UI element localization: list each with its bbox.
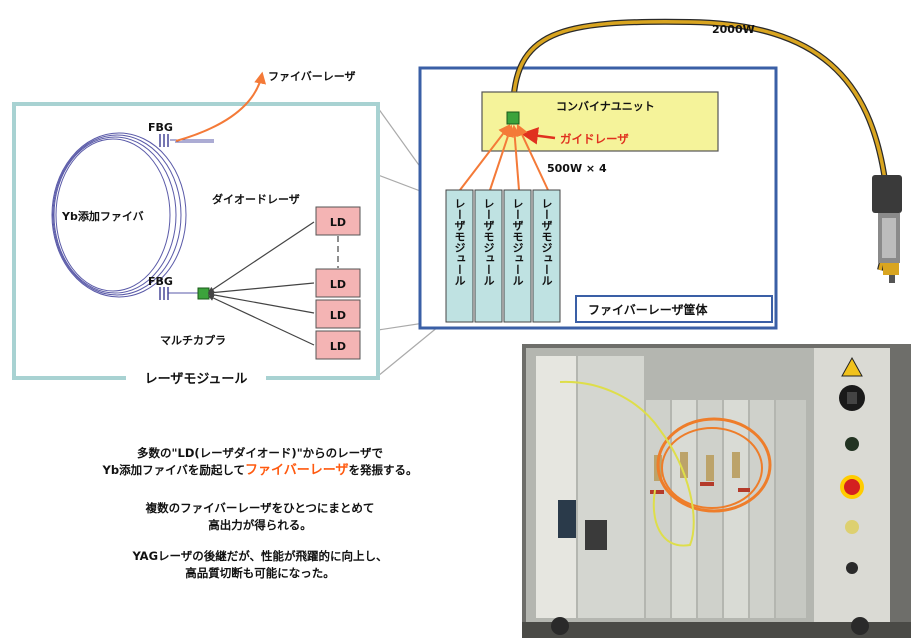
fbg-top-label: FBG: [148, 121, 173, 134]
fbg-bottom-mark: [159, 287, 169, 300]
yb-fiber-label: Yb添加ファイバ: [61, 209, 144, 223]
enclosure-title-tag: [575, 295, 773, 323]
fbg-top-mark: [159, 134, 169, 147]
description-line-3: 複数のファイバーレーザをひとつにまとめて: [145, 501, 375, 515]
description-block-3: YAGレーザの後継だが、性能が飛躍的に向上し、 高品質切断も可能になった。: [40, 548, 480, 582]
fbg-bottom-label: FBG: [148, 275, 173, 288]
svg-text:レーザモジュール: レーザモジュール: [540, 198, 553, 286]
laser-module-title: レーザモジュール: [145, 372, 248, 387]
equipment-photo: [522, 344, 911, 638]
svg-text:LD: LD: [330, 216, 346, 229]
description-block-1: 多数の"LD(レーザダイオード)"からのレーザで Yb添加ファイバを励起してファ…: [40, 445, 480, 479]
module-column-1: レーザモジュール: [445, 189, 474, 323]
ld-box-1: LD: [315, 206, 361, 236]
diode-laser-label: ダイオードレーザ: [212, 192, 300, 206]
module-column-2: レーザモジュール: [474, 189, 503, 323]
svg-text:レーザモジュール: レーザモジュール: [453, 198, 466, 286]
ld-feed-lines: [207, 221, 315, 346]
ld-box-4: LD: [315, 330, 361, 360]
guide-laser-label: ガイドレーザ: [560, 132, 629, 146]
ld-box-3: LD: [315, 299, 361, 329]
combiner-unit-label: コンバイナユニット: [556, 100, 655, 113]
description-block-2: 複数のファイバーレーザをひとつにまとめて 高出力が得られる。: [40, 500, 480, 534]
power-total-label: 2000W: [712, 23, 755, 36]
svg-text:レーザモジュール: レーザモジュール: [482, 198, 495, 286]
description-line-2-b: を発振する。: [348, 463, 418, 477]
module-column-3: レーザモジュール: [503, 189, 532, 323]
module-column-4: レーザモジュール: [532, 189, 561, 323]
multi-coupler-label: マルチカプラ: [160, 333, 226, 347]
fiber-connector: [872, 175, 902, 283]
ld-box-2: LD: [315, 268, 361, 298]
combiner-coupler: [506, 111, 520, 125]
combiner-input-arrows: [459, 123, 549, 191]
svg-text:LD: LD: [330, 340, 346, 353]
description-line-6: 高品質切断も可能になった。: [185, 566, 335, 580]
guide-laser-arrow: [520, 127, 556, 145]
multi-coupler: [197, 287, 210, 300]
svg-text:LD: LD: [330, 278, 346, 291]
description-highlight: ファイバーレーザ: [245, 463, 349, 478]
description-line-2-a: Yb添加ファイバを励起して: [102, 463, 245, 477]
enclosure-title: ファイバーレーザ筐体: [588, 302, 709, 317]
fiber-laser-output-arrow: [175, 71, 267, 142]
fiber-laser-output-label: ファイバーレーザ: [268, 70, 356, 83]
description-line-5: YAGレーザの後継だが、性能が飛躍的に向上し、: [132, 549, 388, 563]
svg-text:LD: LD: [330, 309, 346, 322]
svg-text:レーザモジュール: レーザモジュール: [511, 198, 524, 286]
yb-fiber-coil: [51, 132, 214, 298]
laser-module-title-bg: [126, 367, 266, 387]
description-line-4: 高出力が得られる。: [208, 518, 312, 532]
description-line-2: Yb添加ファイバを励起してファイバーレーザを発振する。: [40, 462, 480, 479]
description-line-1: 多数の"LD(レーザダイオード)"からのレーザで: [137, 446, 383, 460]
power-each-label: 500W × 4: [547, 162, 607, 175]
